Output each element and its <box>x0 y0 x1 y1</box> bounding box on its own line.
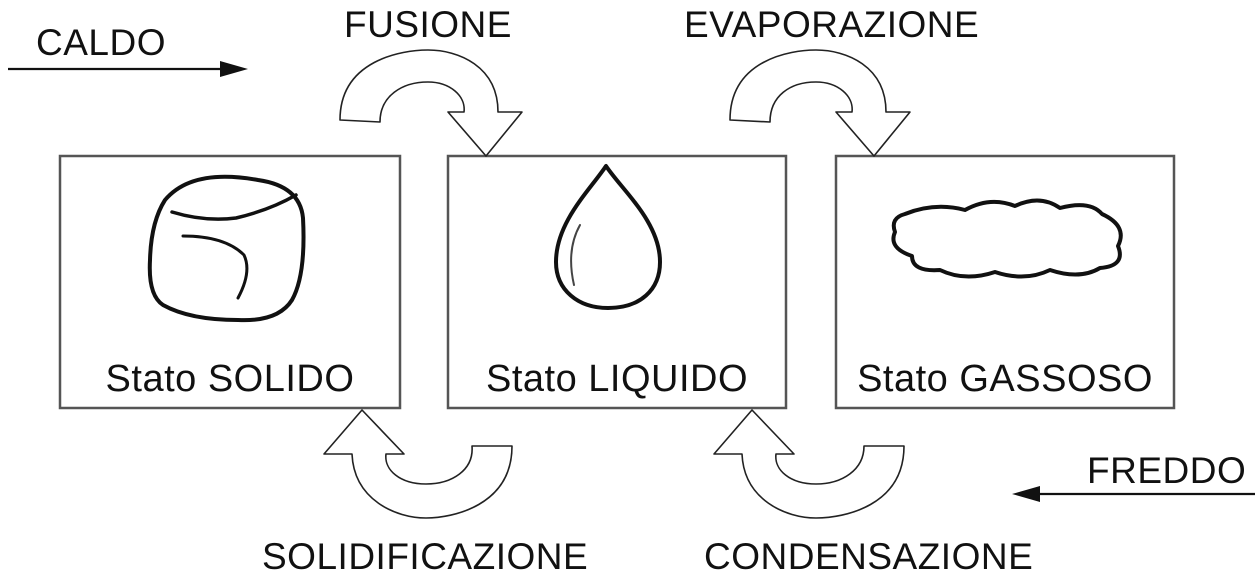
water-drop-icon <box>554 164 662 310</box>
cold-arrow-left <box>1012 486 1255 502</box>
cloud-icon <box>891 198 1123 279</box>
condensation-label: CONDENSAZIONE <box>704 536 1034 577</box>
liquid-state-box <box>446 154 788 410</box>
evaporation-label: EVAPORAZIONE <box>684 4 980 45</box>
ice-cube-icon <box>147 174 306 323</box>
hot-arrow-right <box>8 61 248 77</box>
melting-label: FUSIONE <box>344 4 512 45</box>
evaporation-arrow-icon <box>729 49 911 157</box>
melting-arrow-icon <box>339 49 523 157</box>
gas-state-label: Stato GASSOSO <box>857 358 1153 400</box>
solid-state-box <box>58 154 402 410</box>
gas-state-box <box>834 154 1176 410</box>
condensation-arrow-icon <box>713 409 905 519</box>
solidification-label: SOLIDIFICAZIONE <box>262 536 589 577</box>
cold-label: FREDDO <box>1087 450 1247 491</box>
solidification-arrow-icon <box>323 409 513 519</box>
solid-state-label: Stato SOLIDO <box>105 358 355 400</box>
liquid-state-label: Stato LIQUIDO <box>485 358 749 400</box>
hot-label: CALDO <box>36 22 166 63</box>
